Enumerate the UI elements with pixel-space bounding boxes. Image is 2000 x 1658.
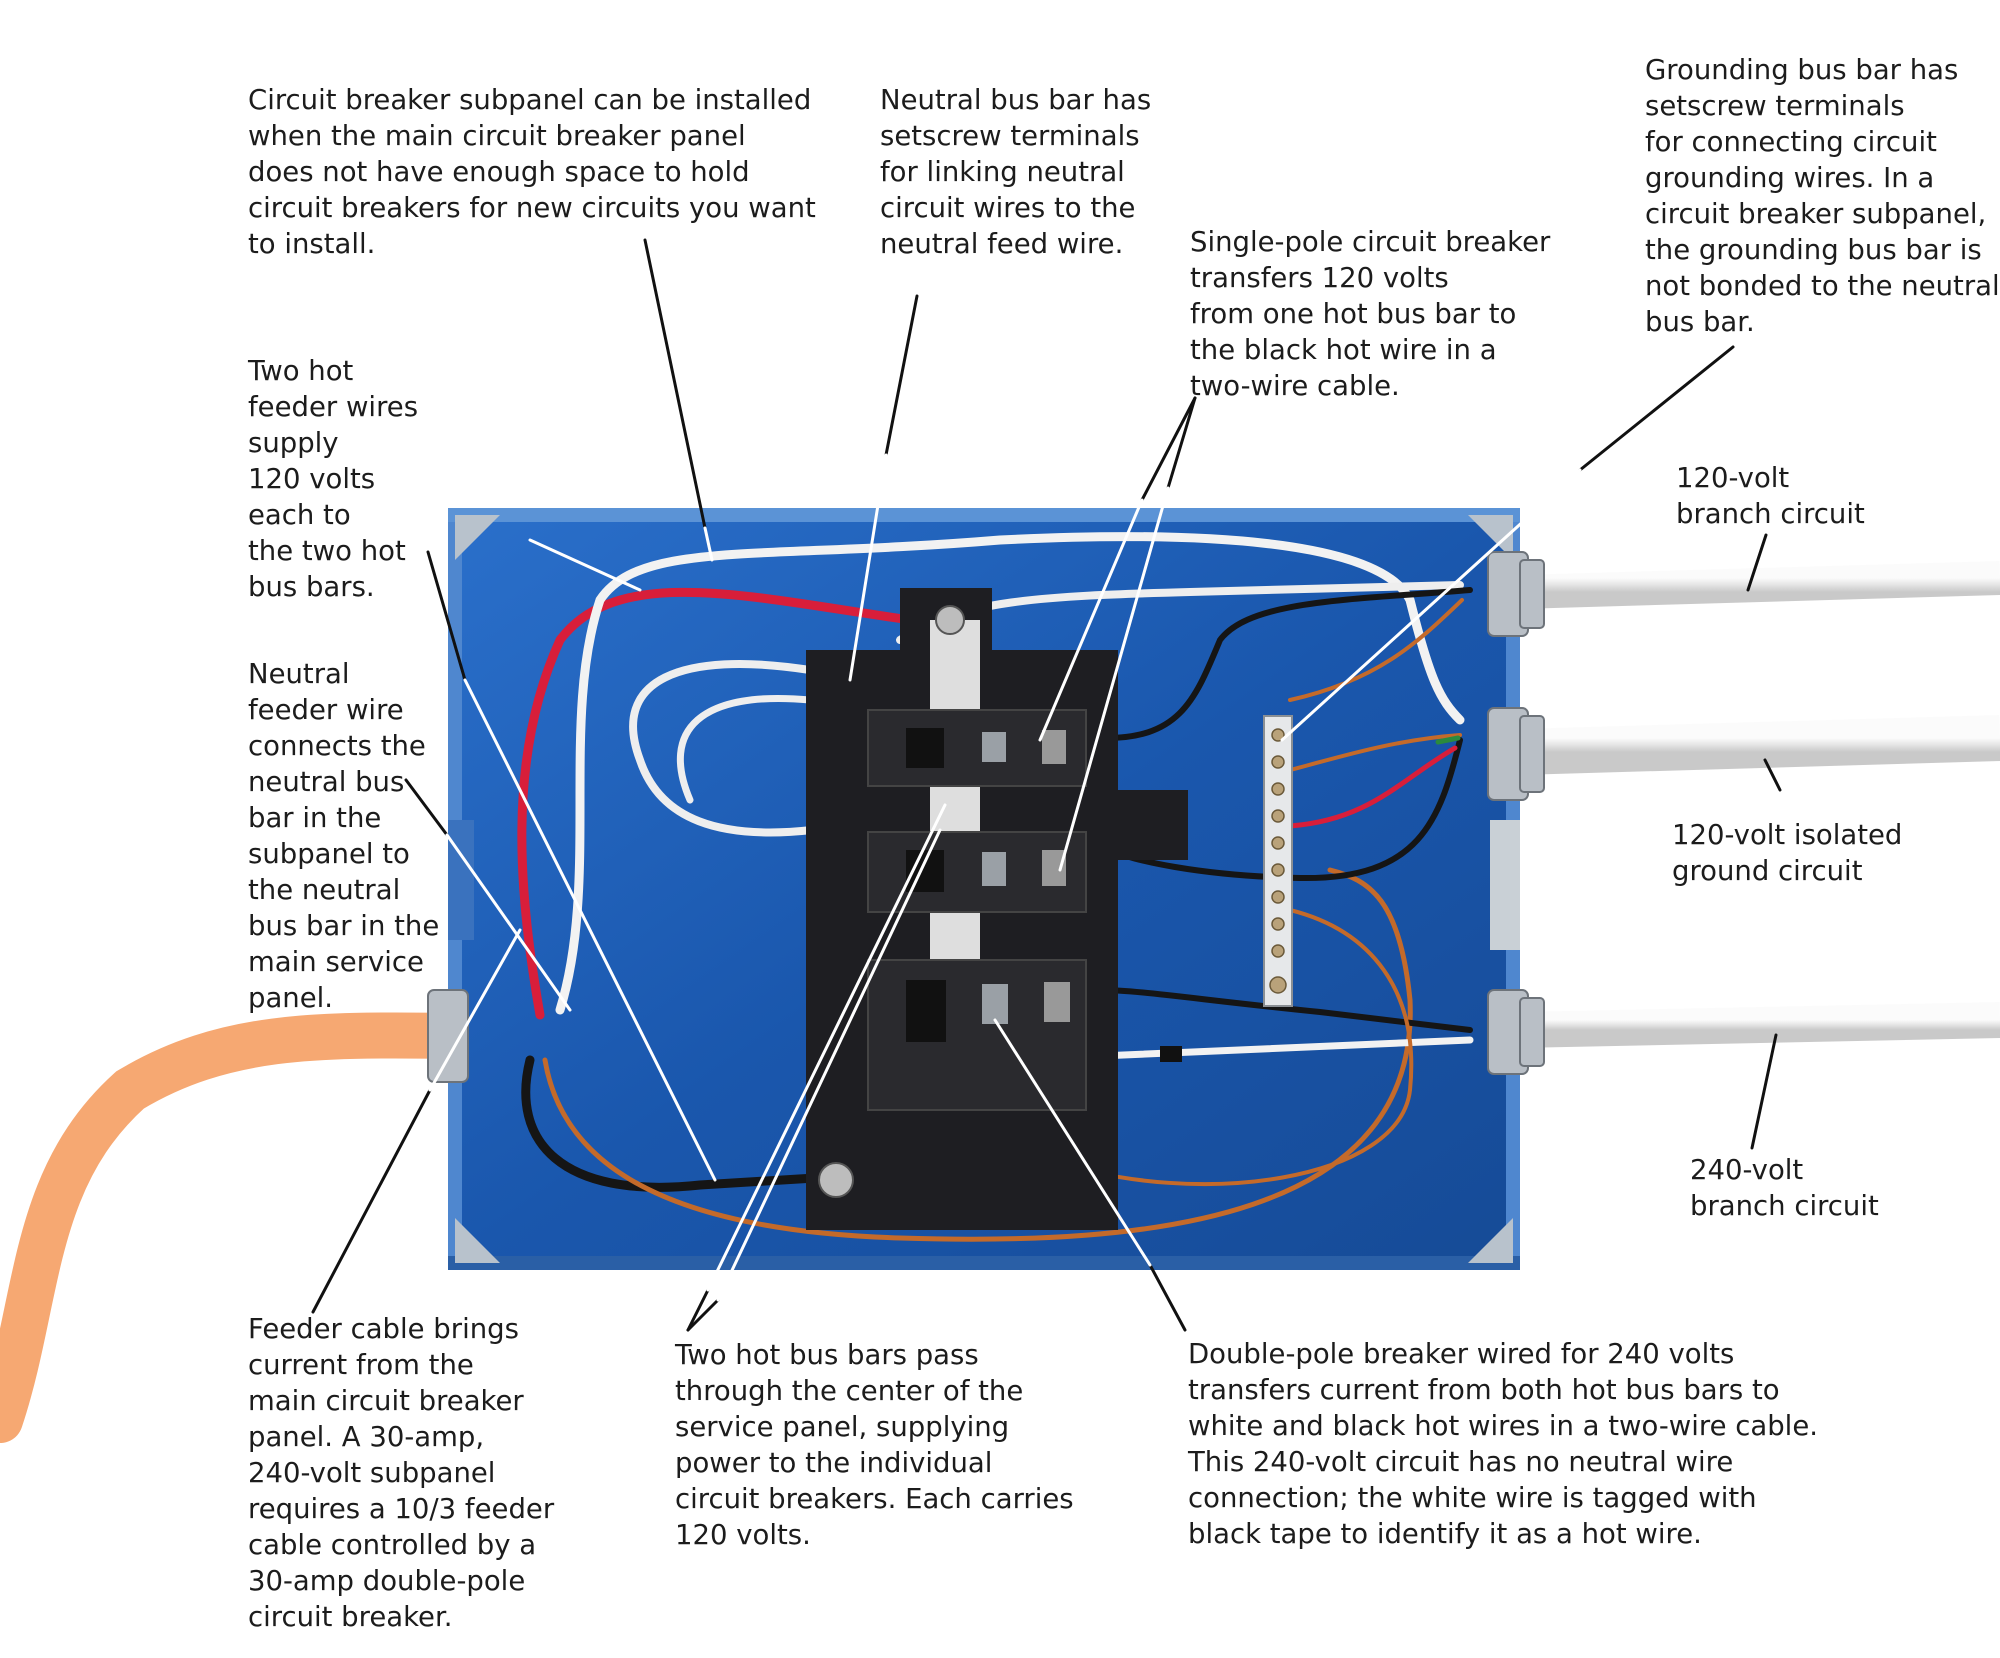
grounding-bus-bar-callout: Grounding bus bar has setscrew terminals… xyxy=(1645,52,2000,340)
double-pole-breaker xyxy=(868,960,1086,1110)
feeder-cable-callout: Feeder cable brings current from the mai… xyxy=(248,1311,554,1635)
double-pole-breaker-callout: Double-pole breaker wired for 240 volts … xyxy=(1188,1336,1818,1552)
branch-cable-isolated-ground xyxy=(1520,738,2000,752)
single-pole-breaker-callout: Single-pole circuit breaker transfers 12… xyxy=(1190,224,1550,404)
branch-240-callout: 240-volt branch circuit xyxy=(1690,1152,1879,1224)
neutral-bus-bar-callout: Neutral bus bar has setscrew terminals f… xyxy=(880,82,1151,262)
branch-120-callout: 120-volt branch circuit xyxy=(1676,460,1865,532)
isolated-ground-callout: 120-volt isolated ground circuit xyxy=(1672,817,1902,889)
hot-bus-bars-callout: Two hot bus bars pass through the center… xyxy=(675,1337,1074,1553)
branch-cable-120 xyxy=(1520,578,2000,592)
single-pole-breaker-top xyxy=(868,710,1086,786)
neutral-feeder-wire-callout: Neutral feeder wire connects the neutral… xyxy=(248,656,439,1016)
branch-cable-240 xyxy=(1520,1020,2000,1030)
hot-feeder-wires-callout: Two hot feeder wires supply 120 volts ea… xyxy=(248,353,418,605)
single-pole-breaker-middle xyxy=(868,832,1086,912)
subpanel-callout: Circuit breaker subpanel can be installe… xyxy=(248,82,816,262)
